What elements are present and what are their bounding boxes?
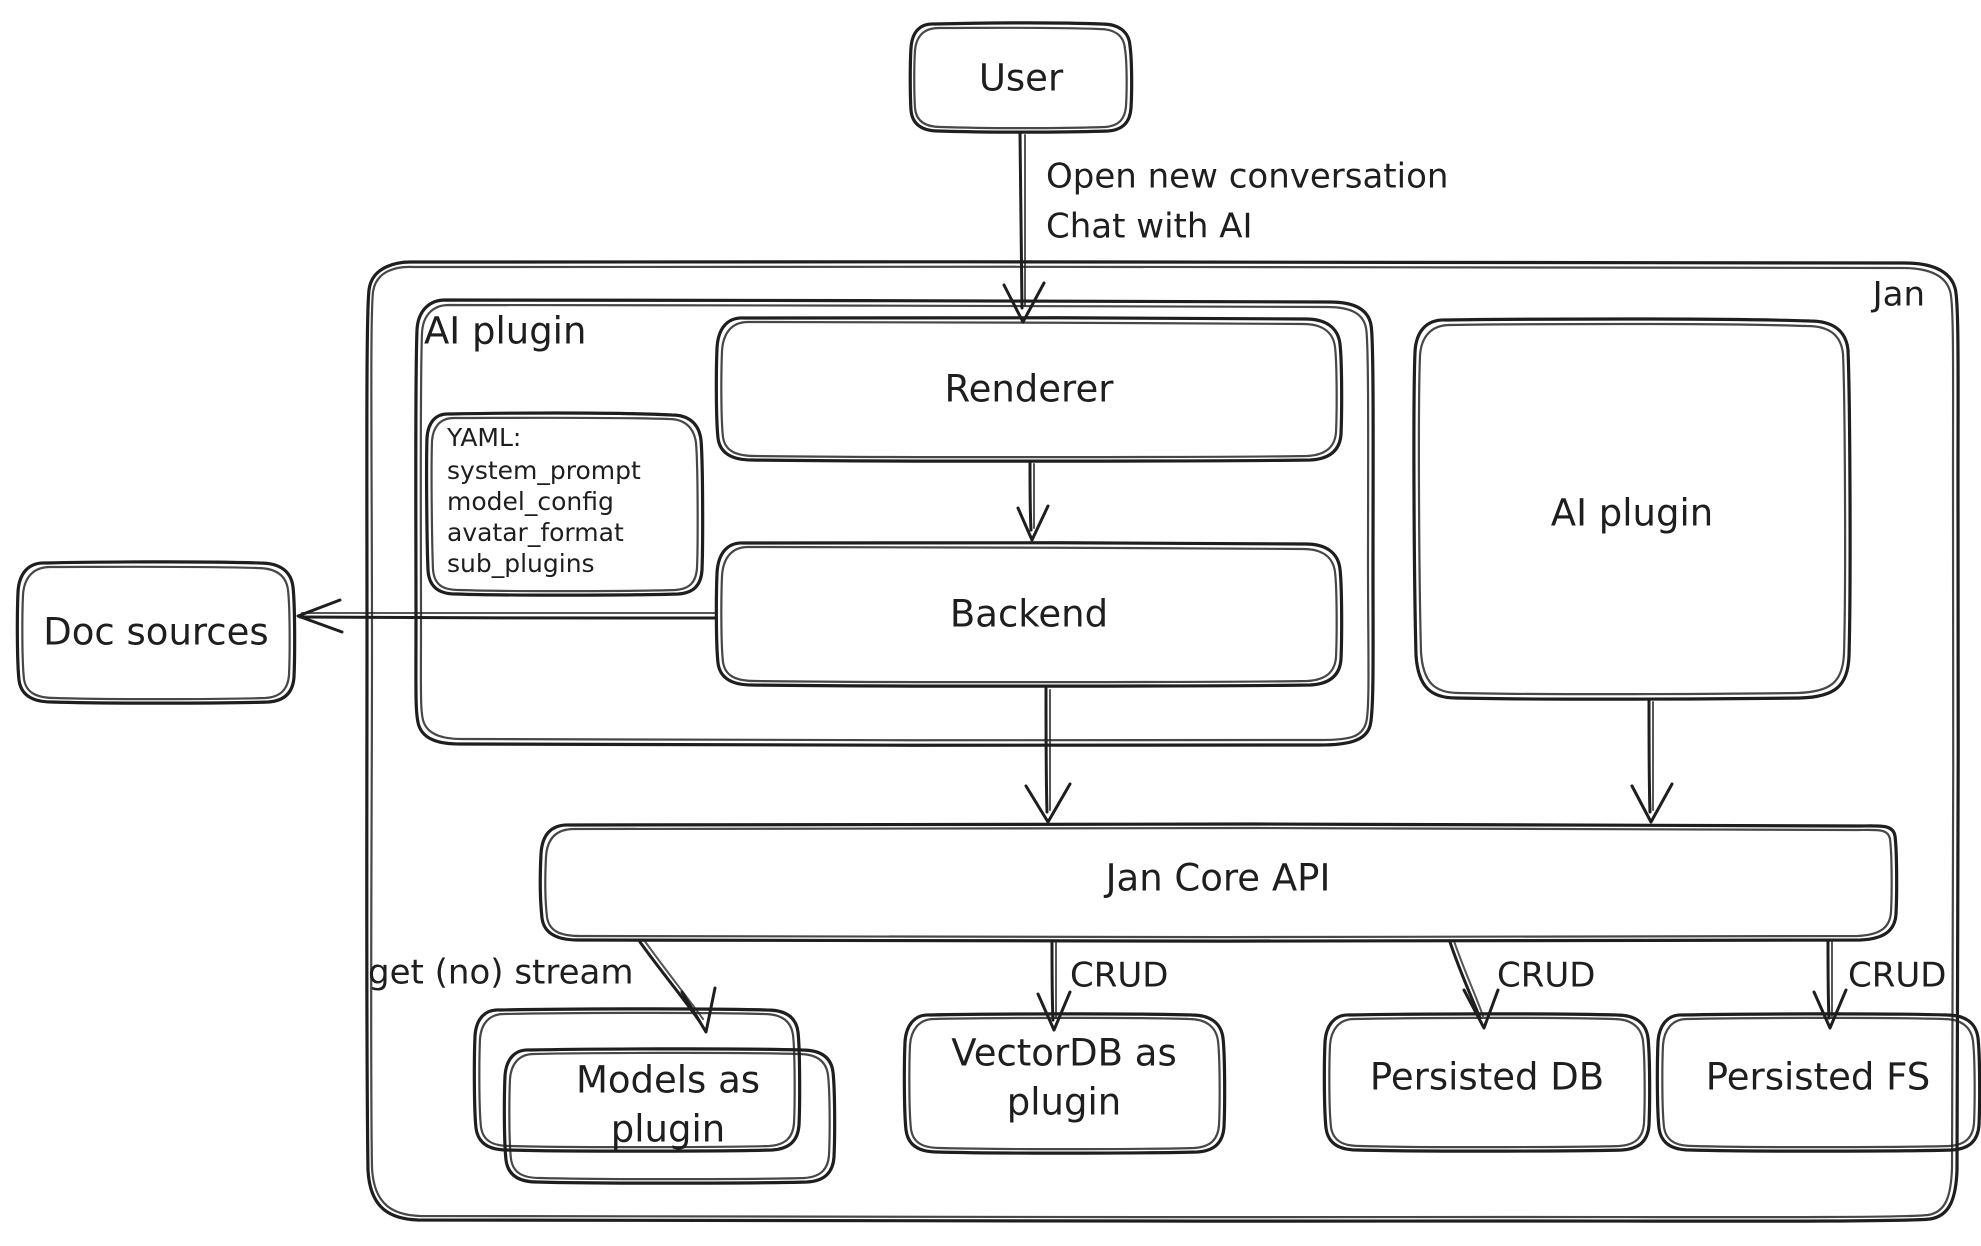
container-jan[interactable]: Jan [365, 260, 1960, 1223]
node-jan-core-api-label: Jan Core API [1104, 857, 1331, 900]
edge-core-to-models[interactable]: get (no) stream [368, 939, 717, 1034]
container-ai-plugin-group-label: AI plugin [424, 310, 586, 353]
edge-backend-to-core[interactable] [1024, 685, 1072, 824]
node-jan-core-api[interactable]: Jan Core API [538, 822, 1899, 943]
node-renderer[interactable]: Renderer [714, 316, 1344, 463]
edge-core-to-vectordb-label: CRUD [1070, 956, 1168, 996]
node-doc-sources[interactable]: Doc sources [15, 560, 297, 705]
edge-renderer-to-backend[interactable] [1016, 460, 1050, 542]
yaml-key-avatar-format: avatar_format [447, 518, 624, 547]
yaml-header: YAML: [446, 423, 521, 452]
yaml-key-model-config: model_config [447, 487, 614, 516]
node-vectordb-as-plugin-label-line2: plugin [1007, 1081, 1121, 1124]
edge-core-to-persisted-db-label: CRUD [1497, 956, 1595, 996]
node-backend[interactable]: Backend [714, 541, 1344, 688]
container-jan-label: Jan [1871, 275, 1925, 315]
node-persisted-db-label: Persisted DB [1370, 1056, 1604, 1099]
edge-aiplugin-to-core[interactable] [1630, 698, 1674, 824]
node-vectordb-as-plugin[interactable]: VectorDB as plugin [902, 1012, 1227, 1155]
node-models-as-plugin-label-line1: Models as [576, 1059, 760, 1102]
node-persisted-db[interactable]: Persisted DB [1322, 1012, 1652, 1153]
edge-user-to-renderer-label-line2: Chat with AI [1046, 207, 1253, 247]
node-models-as-plugin-label-line2: plugin [611, 1108, 725, 1151]
edge-core-to-vectordb[interactable]: CRUD [1036, 940, 1168, 1032]
container-ai-plugin-group[interactable]: AI plugin [414, 298, 1375, 747]
edge-core-to-models-label: get (no) stream [368, 953, 633, 993]
edge-user-to-renderer[interactable]: Open new conversation Chat with AI [1002, 131, 1448, 324]
edge-backend-to-doc-sources[interactable] [296, 598, 718, 634]
yaml-key-sub-plugins: sub_plugins [447, 549, 595, 578]
node-ai-plugin-label: AI plugin [1551, 492, 1713, 535]
node-backend-label: Backend [950, 593, 1108, 636]
node-doc-sources-label: Doc sources [43, 611, 268, 654]
edge-user-to-renderer-label-line1: Open new conversation [1046, 157, 1448, 197]
node-persisted-fs[interactable]: Persisted FS [1655, 1012, 1981, 1153]
node-vectordb-as-plugin-label-line1: VectorDB as [951, 1032, 1177, 1075]
edge-core-to-persisted-fs-label: CRUD [1848, 956, 1946, 996]
yaml-config-card[interactable]: YAML: system_prompt model_config avatar_… [424, 411, 705, 597]
node-ai-plugin[interactable]: AI plugin [1412, 317, 1852, 701]
node-persisted-fs-label: Persisted FS [1706, 1056, 1930, 1099]
node-user[interactable]: User [908, 21, 1134, 134]
node-user-label: User [979, 57, 1064, 100]
edge-core-to-persisted-db[interactable]: CRUD [1448, 940, 1595, 1030]
node-renderer-label: Renderer [945, 368, 1115, 411]
node-models-as-plugin[interactable]: Models as plugin [472, 1007, 837, 1185]
yaml-key-system-prompt: system_prompt [447, 456, 641, 485]
